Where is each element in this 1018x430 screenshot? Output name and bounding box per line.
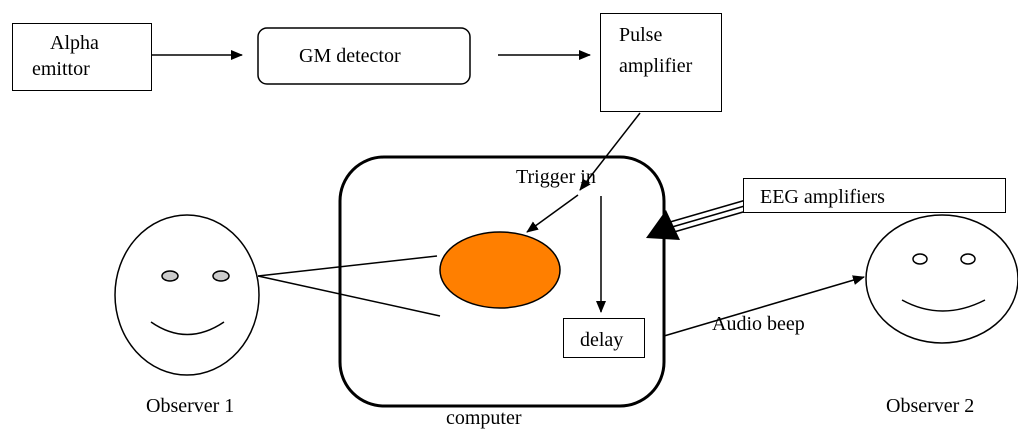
- edge-pulse-to-trigger: [579, 112, 641, 191]
- sightline-upper: [257, 255, 438, 277]
- computer-box: [338, 155, 666, 408]
- gm-detector-label: GM detector: [299, 45, 401, 67]
- smile-icon: [150, 321, 225, 336]
- audio-beep-label: Audio beep: [712, 313, 805, 335]
- delay-box: [563, 318, 645, 358]
- observer-2-label: Observer 2: [886, 395, 975, 417]
- smile-icon: [901, 299, 986, 312]
- right-eye-icon: [960, 253, 976, 265]
- pulse-amplifier-box: [600, 13, 722, 112]
- alpha-emittor-box: [12, 23, 152, 91]
- left-eye-icon: [912, 253, 928, 265]
- eeg-amplifiers-label: EEG amplifiers: [760, 186, 885, 208]
- eeg-amplifiers-box: [743, 178, 1006, 213]
- edge-trigger-to-display: [526, 194, 579, 233]
- computer-label: computer: [446, 407, 522, 429]
- edge-eeg-to-computer: [646, 199, 751, 240]
- pulse-amplifier-label-line1: Pulse: [619, 24, 663, 46]
- sightline-lower: [257, 275, 441, 317]
- left-eye-icon: [161, 270, 179, 282]
- trigger-in-label: Trigger in: [516, 166, 596, 188]
- pulse-amplifier-label-line2: amplifier: [619, 55, 693, 77]
- observer-2-face: [865, 214, 1018, 344]
- edge-delay-to-observer2: [663, 275, 865, 337]
- observer-1-label: Observer 1: [146, 395, 235, 417]
- observer-1-face: [114, 214, 260, 376]
- right-eye-icon: [212, 270, 230, 282]
- gm-detector-box: [257, 27, 471, 85]
- alpha-emittor-label-line2: emittor: [32, 58, 90, 80]
- display-ellipse: [439, 231, 561, 309]
- delay-label: delay: [580, 329, 624, 351]
- alpha-emittor-label-line1: Alpha: [50, 32, 99, 54]
